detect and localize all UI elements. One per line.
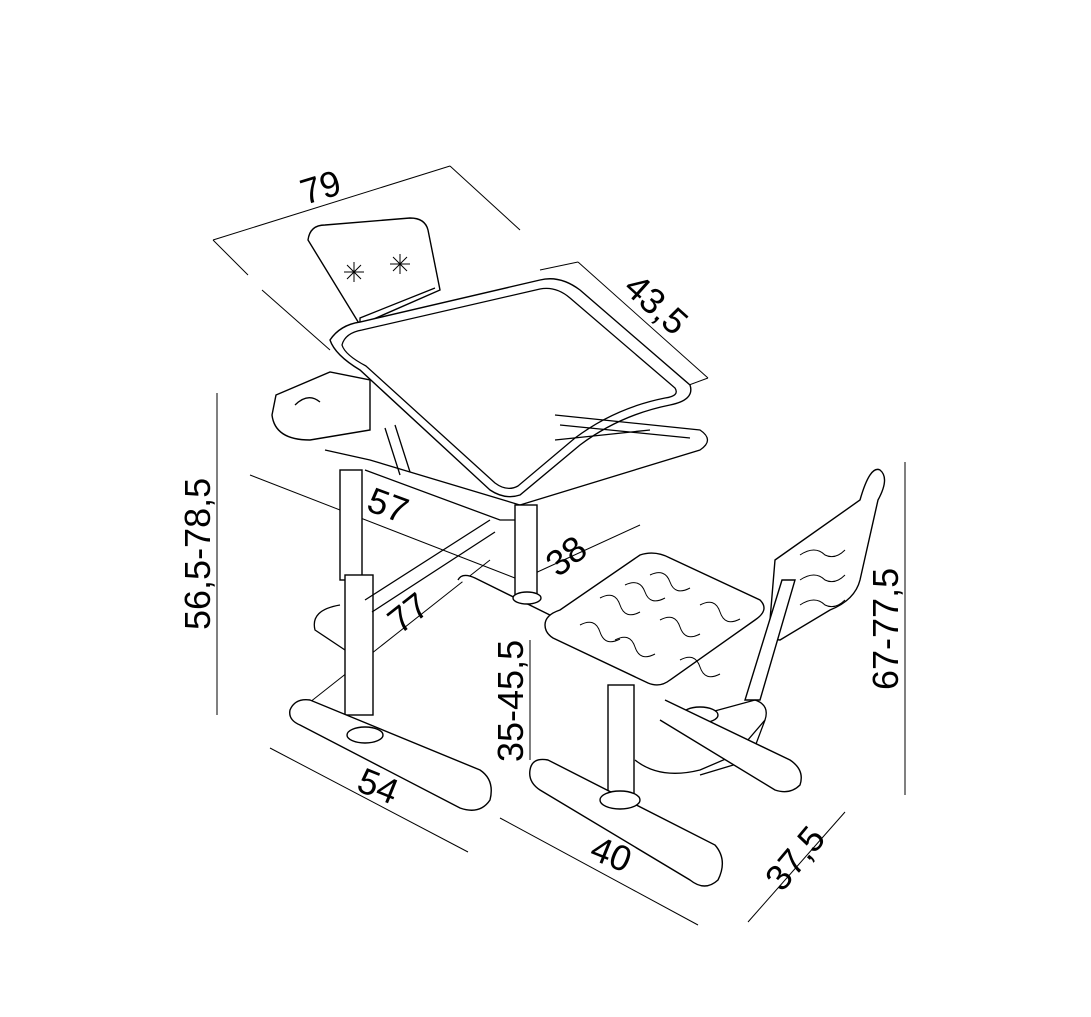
dim-desk-height: 56,5-78,5: [177, 478, 218, 630]
dimension-lines: [212, 165, 906, 926]
desk-drawing: [271, 217, 709, 811]
dim-desk-frame-depth: 57: [362, 479, 414, 531]
dim-seat-depth: 38: [538, 527, 595, 584]
dim-desk-width: 79: [295, 162, 345, 213]
dim-base-length: 77: [380, 584, 437, 641]
dim-chair-height: 67-77,5: [865, 568, 906, 690]
flower-icon: [344, 254, 410, 282]
dim-seat-height: 35-45,5: [490, 640, 531, 762]
chair-drawing: [529, 468, 886, 887]
dim-chair-depth: 37,5: [757, 818, 833, 898]
